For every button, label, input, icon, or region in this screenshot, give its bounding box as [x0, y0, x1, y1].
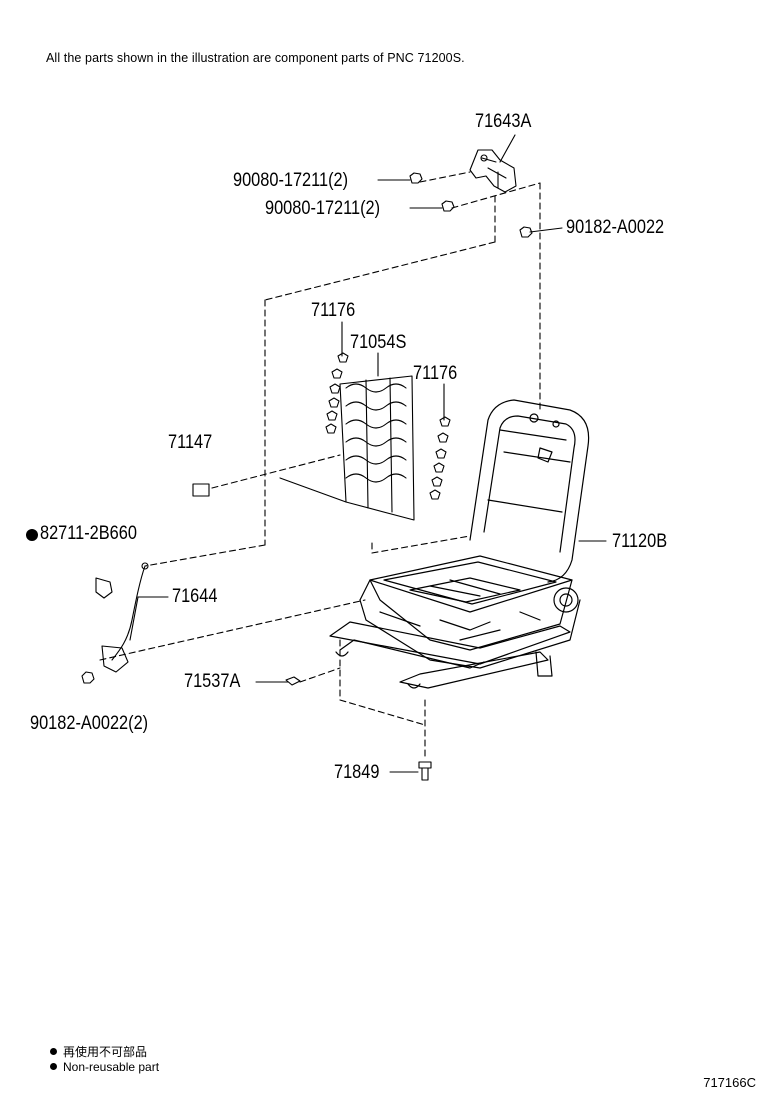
label-90080-17211-a: 90080-17211(2)	[233, 170, 349, 191]
label-90182-A0022-bottom: 90182-A0022(2)	[30, 713, 149, 734]
label-71120B: 71120B	[612, 531, 668, 552]
label-71054S: 71054S	[350, 332, 407, 353]
leader-lines	[129, 134, 607, 773]
legend-en-text: Non-reusable part	[63, 1060, 160, 1074]
label-82711-2B660: 82711-2B660	[40, 523, 137, 544]
cable-71644	[95, 562, 149, 673]
label-90182-A0022-top: 90182-A0022	[566, 217, 665, 238]
label-71176-a: 71176	[311, 300, 356, 321]
clips-right	[429, 416, 451, 500]
bullet-icon	[50, 1063, 57, 1070]
seat-frame-71120B	[329, 399, 590, 689]
illustration-code: 717166C	[703, 1075, 756, 1090]
label-90080-17211-b: 90080-17211(2)	[265, 198, 381, 219]
label-71147: 71147	[168, 432, 213, 453]
label-71849: 71849	[334, 762, 380, 783]
header-note: All the parts shown in the illustration …	[46, 51, 465, 65]
label-71537A: 71537A	[184, 671, 241, 692]
part-71537A	[285, 676, 301, 686]
bracket-71643A	[469, 149, 517, 193]
label-71643A: 71643A	[475, 111, 532, 132]
label-71176-b: 71176	[413, 363, 458, 384]
label-71644: 71644	[172, 586, 218, 607]
bullet-icon	[50, 1048, 57, 1055]
spring-mat-71054S	[279, 375, 415, 521]
clips-left	[325, 352, 349, 434]
dashed-lines	[99, 171, 541, 761]
legend-jp: 再使用不可部品	[50, 1043, 147, 1060]
legend-jp-text: 再使用不可部品	[63, 1045, 148, 1059]
legend-en: Non-reusable part	[50, 1060, 159, 1074]
nuts	[81, 172, 533, 684]
non-reusable-dot	[26, 529, 38, 541]
pad-71147	[192, 483, 210, 497]
bolt-71849	[418, 761, 432, 781]
